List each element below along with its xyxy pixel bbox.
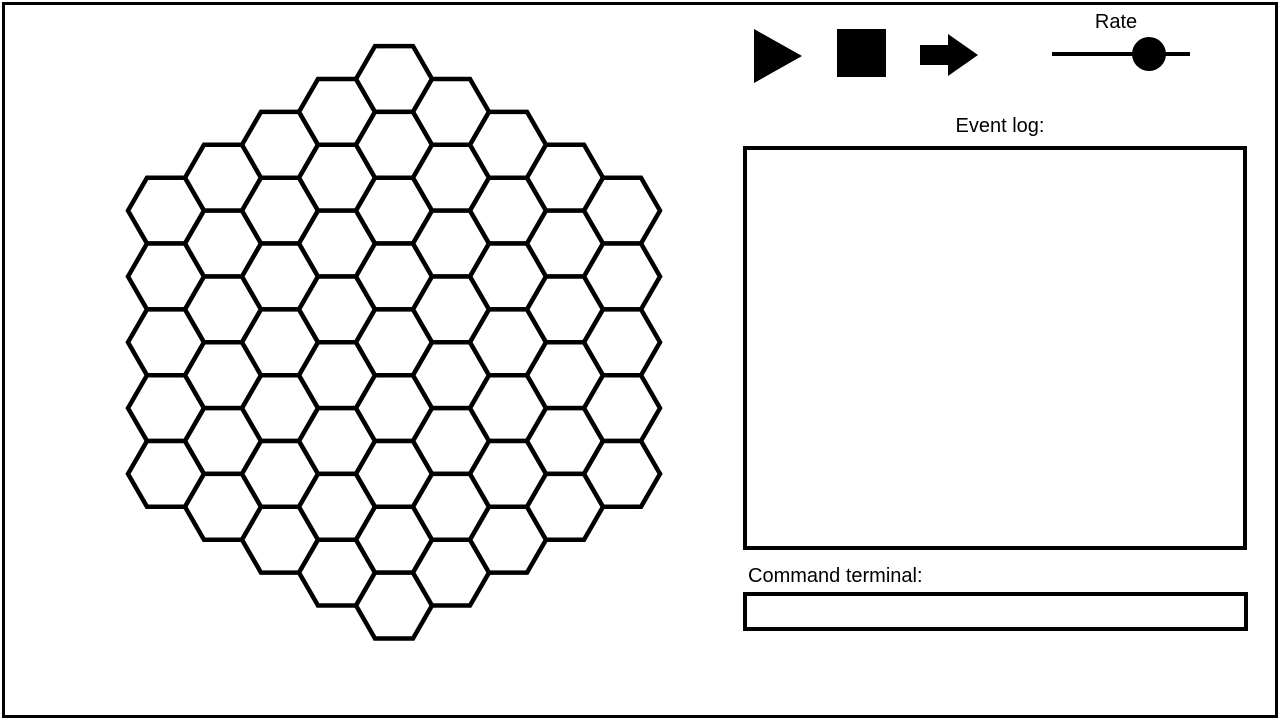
step-forward-arrow-icon xyxy=(920,34,978,76)
command-terminal-input[interactable] xyxy=(743,592,1248,631)
stop-icon xyxy=(837,29,886,77)
hex-grid[interactable] xyxy=(100,30,700,680)
event-log-panel[interactable] xyxy=(743,146,1247,550)
hex-tile[interactable] xyxy=(581,438,663,510)
hex-tile[interactable] xyxy=(581,241,663,312)
rate-slider[interactable] xyxy=(1050,34,1192,74)
step-button[interactable] xyxy=(918,33,980,77)
rate-slider-track[interactable] xyxy=(1052,52,1190,56)
play-button[interactable] xyxy=(750,26,806,86)
hex-tile[interactable] xyxy=(581,175,663,246)
hex-tile[interactable] xyxy=(581,307,663,378)
rate-label: Rate xyxy=(1094,11,1138,33)
command-terminal-label: Command terminal: xyxy=(748,565,923,587)
hex-tile[interactable] xyxy=(581,372,663,444)
rate-slider-thumb[interactable] xyxy=(1131,37,1166,71)
hex-board[interactable] xyxy=(100,30,700,680)
stop-button[interactable] xyxy=(836,28,888,78)
play-icon xyxy=(754,29,802,83)
event-log-label: Event log: xyxy=(955,115,1045,137)
